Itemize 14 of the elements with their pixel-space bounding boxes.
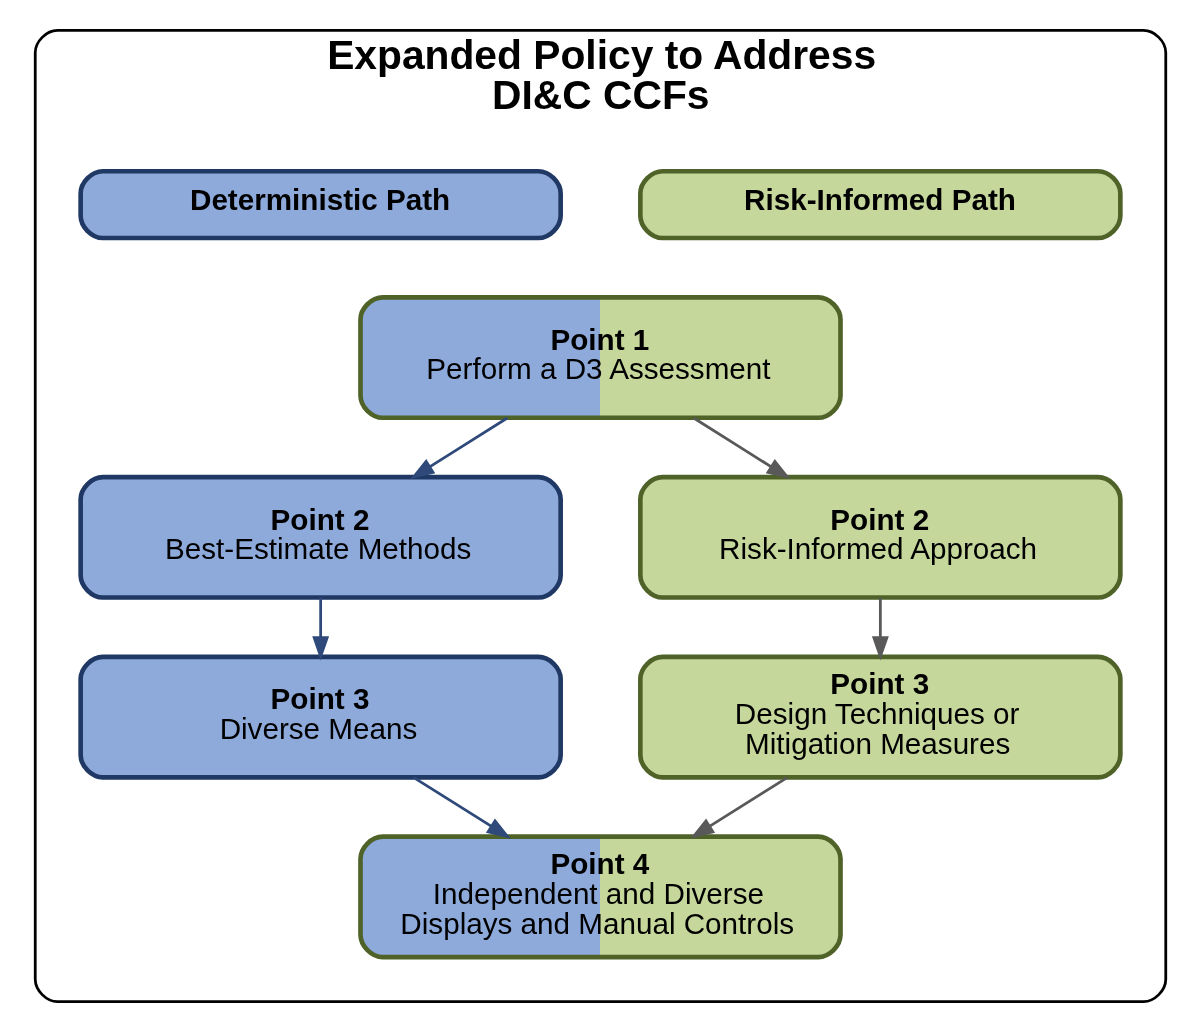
- arrow: [312, 597, 330, 661]
- arrow: [413, 776, 511, 839]
- node-box: Point 4 Independent and Diverse Displays and Manual Controls: [358, 834, 843, 960]
- node-box: Risk-Informed Path: [638, 168, 1123, 241]
- node-box: Point 2 Best-Estimate Methods: [78, 474, 563, 600]
- arrow: [410, 416, 509, 479]
- arrow: [871, 597, 889, 661]
- node-box: Point 2 Risk-Informed Approach: [638, 474, 1123, 600]
- node-box: Deterministic Path: [78, 168, 563, 241]
- node-box: Point 1 Perform a D3 Assessment: [358, 295, 843, 421]
- arrow: [692, 416, 791, 479]
- node-box: Point 3 Diverse Means: [78, 654, 563, 780]
- node-box: Point 3 Design Techniques or Mitigation Measures: [638, 654, 1123, 780]
- arrow: [690, 776, 788, 839]
